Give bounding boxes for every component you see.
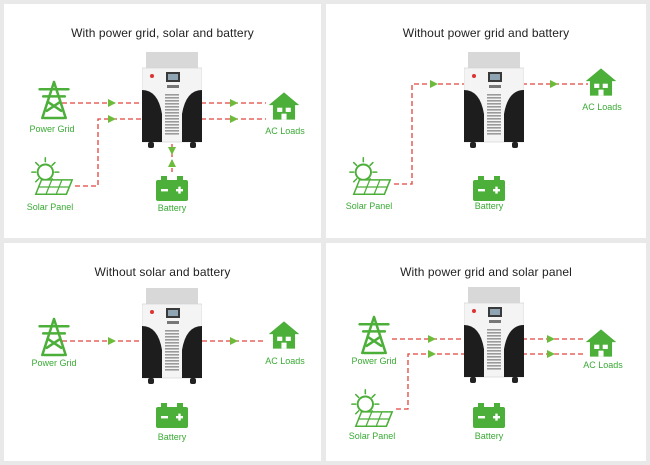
arrow-right-icon	[547, 335, 555, 343]
power-grid-label: Power Grid	[31, 358, 77, 368]
solar-panel-label: Solar Panel	[348, 431, 396, 441]
arrow-right-icon	[108, 337, 116, 345]
panel-grid-and-solar: With power grid and solar panel Power Gr…	[326, 243, 646, 461]
panel-grid-solar-battery: With power grid, solar and battery Power…	[4, 4, 321, 238]
arrow-right-icon	[230, 115, 238, 123]
diagram-2	[348, 52, 617, 201]
arrow-right-icon	[430, 80, 438, 88]
house-icon	[585, 329, 617, 357]
battery-icon	[156, 403, 188, 428]
battery-icon	[473, 176, 505, 201]
inverter-icon	[464, 287, 524, 383]
solar-panel-icon	[30, 156, 74, 196]
solar-panel-label: Solar Panel	[26, 202, 74, 212]
arrow-right-icon	[550, 80, 558, 88]
diagram-3	[38, 288, 300, 428]
diagram-4	[350, 287, 617, 428]
house-icon	[268, 321, 300, 349]
inverter-icon	[142, 288, 202, 384]
ac-loads-label: AC Loads	[583, 360, 623, 370]
solar-panel-icon	[350, 388, 394, 428]
inverter-icon	[464, 52, 524, 148]
house-icon	[268, 92, 300, 120]
panel-without-grid-battery: Without power grid and battery Solar Pan…	[326, 4, 646, 238]
diagram-1	[30, 52, 300, 201]
ac-loads-label: AC Loads	[265, 356, 305, 366]
arrow-right-icon	[230, 99, 238, 107]
panel-title: With power grid, solar and battery	[71, 26, 254, 40]
power-grid-tower-icon	[38, 80, 70, 120]
arrow-right-icon	[230, 337, 238, 345]
house-icon	[585, 68, 617, 96]
ac-loads-label: AC Loads	[265, 126, 305, 136]
power-grid-label: Power Grid	[351, 356, 397, 366]
solar-panel-label: Solar Panel	[345, 201, 393, 211]
power-grid-label: Power Grid	[29, 124, 75, 134]
panel-title: With power grid and solar panel	[400, 265, 572, 279]
arrow-right-icon	[428, 335, 436, 343]
arrow-right-icon	[108, 115, 116, 123]
arrow-right-icon	[428, 350, 436, 358]
ac-loads-label: AC Loads	[582, 102, 622, 112]
battery-icon	[156, 176, 188, 201]
power-grid-tower-icon	[358, 315, 390, 355]
battery-icon	[473, 403, 505, 428]
battery-label: Battery	[474, 431, 504, 441]
battery-label: Battery	[474, 201, 504, 211]
arrow-right-icon	[547, 350, 555, 358]
inverter-icon	[142, 52, 202, 148]
battery-label: Battery	[157, 203, 187, 213]
arrow-right-icon	[108, 99, 116, 107]
panel-title: Without solar and battery	[94, 265, 231, 279]
panel-title: Without power grid and battery	[402, 26, 570, 40]
arrow-up-icon	[168, 159, 176, 167]
solar-panel-icon	[348, 156, 392, 196]
power-grid-tower-icon	[38, 317, 70, 357]
panel-without-solar-battery: Without solar and battery Power Grid AC …	[4, 243, 321, 461]
arrow-down-icon	[168, 147, 176, 155]
battery-label: Battery	[157, 432, 187, 442]
